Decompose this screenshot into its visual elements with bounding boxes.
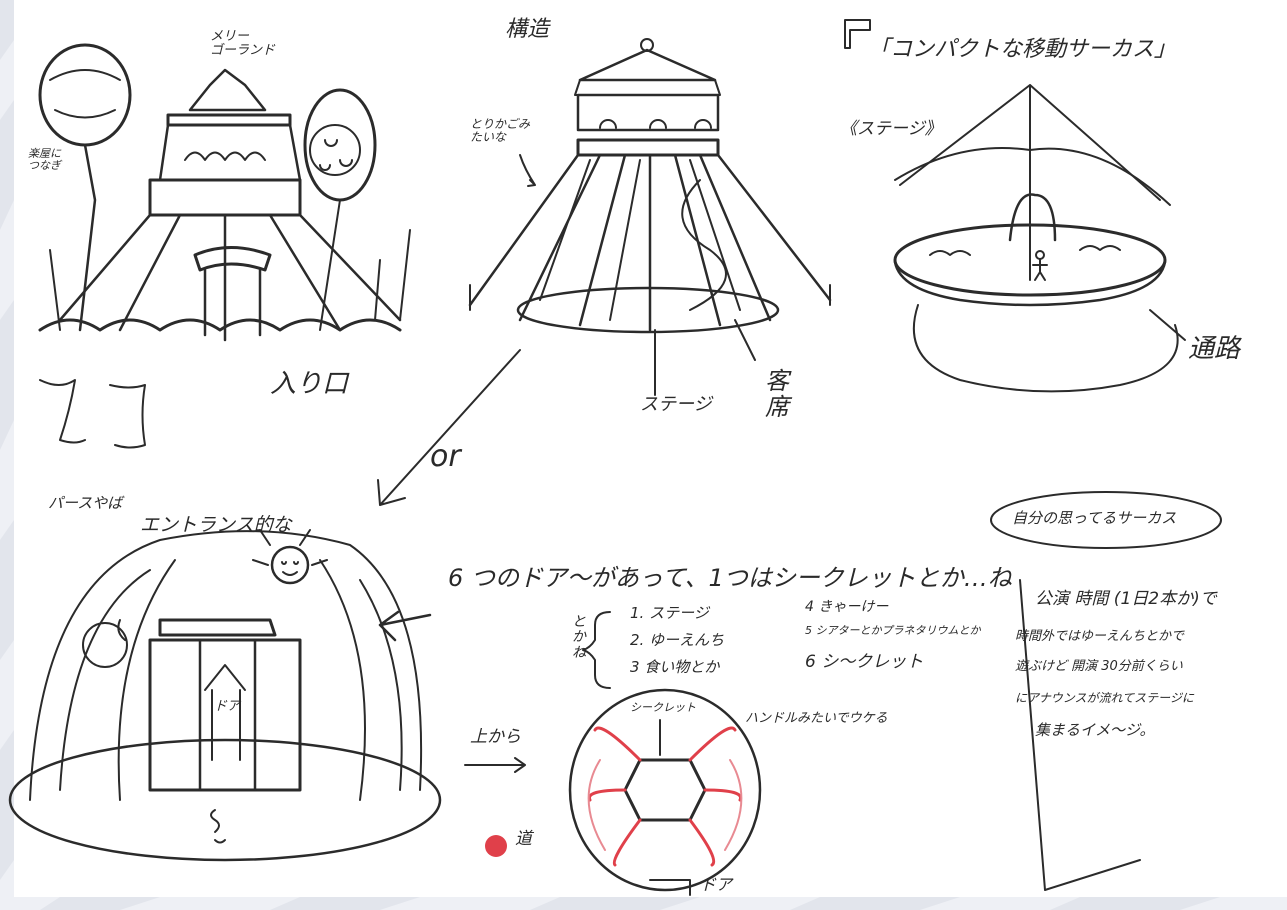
label-path: 通路: [1188, 334, 1241, 364]
label-secret: シークレット: [630, 701, 696, 714]
door-item-3: 3 食い物とか: [630, 658, 720, 676]
label-structure: 構造: [505, 17, 550, 42]
sketch-sheet: [14, 0, 1287, 897]
note-line-2: 時間外ではゆーえんちとかで: [1015, 629, 1185, 644]
label-stage: ステージ: [640, 394, 712, 415]
label-backstage: 楽屋に つなぎ: [28, 147, 61, 173]
note-line-5: 集まるイメ〜ジ。: [1035, 721, 1155, 739]
note-line-4: にアナウンスが流れてステージに: [1015, 691, 1194, 705]
note-bracket: [1019, 579, 1141, 891]
label-plan-door: ドア: [700, 875, 733, 894]
label-compact-circus: 「コンパクトな移動サーカス」: [868, 37, 1177, 62]
label-entrance-like: エントランス的な: [140, 514, 292, 536]
label-circus-stage: 《ステージ》: [840, 119, 942, 139]
door-item-4: 4 きゃーけー: [805, 599, 889, 615]
doors-side-note: とかね: [572, 614, 586, 661]
label-handle: ハンドルみたいでウケる: [745, 711, 888, 726]
birdcage-structure-sketch: [468, 38, 832, 396]
label-or: or: [430, 439, 461, 474]
label-birdcage: とりかごみたいな: [470, 117, 531, 145]
label-entrance: 入り口: [270, 369, 349, 399]
label-perspective: パースやば: [48, 494, 123, 512]
list-brace: [582, 611, 611, 689]
note-line-3: 遊ぶけど 開演 30分前くらい: [1015, 659, 1183, 674]
road-marker: [485, 835, 507, 857]
label-door: ドア: [214, 699, 241, 714]
circle-outline: [990, 491, 1222, 549]
door-item-1: 1. ステージ: [630, 604, 709, 622]
plan-view-sketch: [464, 688, 762, 896]
label-from-above: 上から: [470, 727, 521, 747]
doors-headline: 6 つのドア〜があって、1つはシークレットとか…ね: [448, 564, 1012, 592]
door-item-2: 2. ゆーえんち: [630, 631, 725, 649]
label-seats: 客 席: [765, 367, 789, 422]
entrance-dome-sketch: [8, 529, 442, 862]
door-item-5: 5 シアターとかプラネタリウムとか: [805, 624, 981, 637]
label-merry-go-round: メリー ゴーランド: [210, 29, 276, 59]
merry-go-round-sketch: [38, 43, 411, 449]
label-road: 道: [515, 829, 532, 849]
note-line-1: 公演 時間 (1日2本か)で: [1035, 589, 1217, 609]
or-arrow: [377, 349, 521, 506]
label-my-circus: 自分の思ってるサーカス: [1012, 509, 1177, 527]
door-item-6: 6 シ〜クレット: [805, 652, 924, 672]
compact-circus-sketch: [844, 19, 1186, 393]
